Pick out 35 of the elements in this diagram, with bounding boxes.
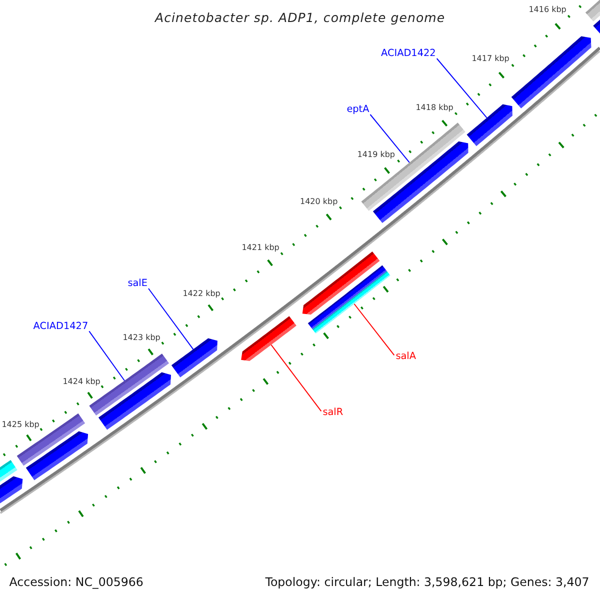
gene-feature bbox=[171, 338, 218, 378]
tick-label: 1421 kbp bbox=[242, 243, 280, 254]
leader-line bbox=[148, 288, 194, 350]
gene-bar bbox=[585, 0, 600, 22]
tick-label: 1424 kbp bbox=[62, 377, 100, 388]
leader-line bbox=[436, 58, 488, 118]
map-title: Acinetobacter sp. ADP1, complete genome bbox=[155, 10, 446, 26]
tick-label: 1417 kbp bbox=[472, 54, 510, 64]
gene-feature bbox=[511, 36, 592, 108]
tick-label: 1418 kbp bbox=[416, 103, 454, 114]
leader-line bbox=[370, 114, 410, 163]
tick-label: 1416 kbp bbox=[528, 5, 566, 15]
gene-feature bbox=[26, 431, 88, 480]
gene-feature bbox=[302, 252, 380, 315]
gene-label: salR bbox=[322, 406, 344, 419]
tick-label: 1419 kbp bbox=[357, 150, 395, 160]
gene-bar bbox=[308, 265, 387, 330]
gene-feature bbox=[98, 372, 171, 430]
leader-line bbox=[88, 330, 125, 382]
gene-label: salA bbox=[396, 350, 416, 363]
tick-label: 1422 kbp bbox=[182, 289, 220, 299]
leader-line bbox=[270, 344, 322, 412]
gene-feature bbox=[466, 104, 512, 146]
gene-bar bbox=[312, 271, 390, 334]
genome-stats-text: Topology: circular; Length: 3,598,621 bp; Genes: 3,407 bbox=[265, 575, 590, 590]
gene-label: ACIAD1422 bbox=[381, 48, 436, 60]
tick-label: 1425 kbp bbox=[2, 420, 40, 430]
accession-text: Accession: NC_005966 bbox=[9, 575, 144, 590]
leader-line bbox=[354, 303, 395, 356]
tick-label: 1423 kbp bbox=[122, 333, 160, 344]
gene-label: ACIAD1427 bbox=[33, 320, 88, 333]
gene-label: salE bbox=[128, 278, 148, 290]
tick-label: 1420 kbp bbox=[300, 197, 338, 208]
gene-feature bbox=[241, 316, 296, 362]
gene-label: eptA bbox=[346, 104, 370, 116]
